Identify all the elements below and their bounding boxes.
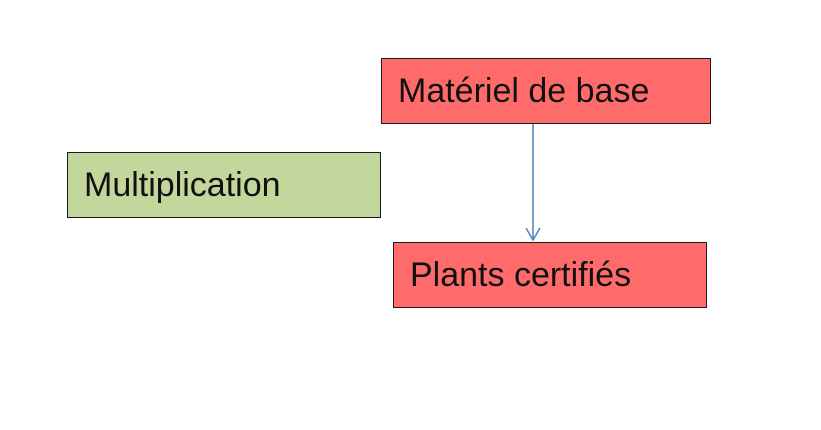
multiplication-box: Multiplication xyxy=(67,152,381,218)
arrow-head xyxy=(525,227,541,242)
plants-certifies-label: Plants certifiés xyxy=(410,256,632,294)
plants-certifies-box: Plants certifiés xyxy=(393,242,707,308)
multiplication-label: Multiplication xyxy=(84,166,281,204)
materiel-de-base-box: Matériel de base xyxy=(381,58,711,124)
materiel-de-base-label: Matériel de base xyxy=(398,72,650,110)
